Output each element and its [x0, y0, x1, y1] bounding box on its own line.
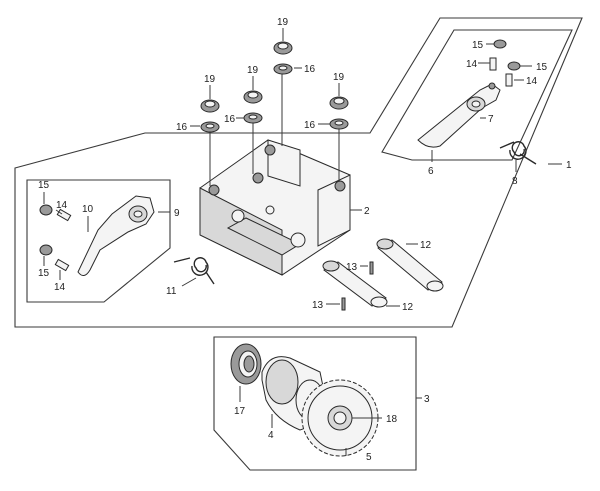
washer-16-b [243, 112, 263, 124]
label-part-17: 17 [234, 406, 246, 417]
label-part-16-d: 16 [304, 120, 316, 131]
label-part-10: 10 [82, 204, 94, 215]
label-part-13-a: 13 [346, 262, 358, 273]
label-part-12-b: 12 [402, 302, 414, 313]
label-part-2: 2 [364, 206, 370, 217]
adjust-screw-right-a [489, 57, 497, 71]
nut-15-left-a [39, 204, 53, 216]
bearing-17 [230, 343, 262, 385]
label-part-19-a: 19 [204, 74, 216, 85]
label-part-12-a: 12 [420, 240, 432, 251]
label-part-4: 4 [268, 430, 274, 441]
cap-19-a [200, 99, 220, 113]
rocker-shaft-12-a [376, 238, 444, 292]
label-part-15-c: 15 [38, 180, 50, 191]
dowel-pin-13-b [341, 297, 346, 311]
assembly-frame-main [14, 17, 583, 328]
washer-16-a [200, 121, 220, 133]
adjust-screw-left-b [54, 258, 70, 272]
washer-16-d [329, 118, 349, 130]
label-part-5: 5 [366, 452, 372, 463]
label-part-6: 6 [428, 166, 434, 177]
label-part-18: 18 [386, 414, 398, 425]
assembly-frame-rocker-right [381, 29, 573, 161]
assembly-frame-camshaft [213, 336, 417, 471]
adjust-screw-left-a [56, 208, 72, 222]
label-part-11: 11 [166, 286, 177, 297]
rocker-shaft-12-b [322, 260, 388, 308]
label-part-16-c: 16 [304, 64, 316, 75]
label-part-15-d: 15 [38, 268, 50, 279]
nut-15-left-b [39, 244, 53, 256]
label-part-9: 9 [174, 208, 180, 219]
label-part-8: 8 [512, 176, 518, 187]
label-part-14-d: 14 [54, 282, 66, 293]
nut-15-right-b [507, 61, 521, 71]
camshaft-holder [199, 139, 351, 276]
dowel-pin-13-a [369, 261, 374, 275]
rocker-arm-left [77, 195, 155, 276]
cap-19-c [273, 41, 293, 55]
label-part-16-b: 16 [224, 114, 236, 125]
label-part-13-b: 13 [312, 300, 324, 311]
label-part-15-b: 15 [536, 62, 548, 73]
label-part-14-a: 14 [466, 59, 478, 70]
label-part-14-c: 14 [56, 200, 68, 211]
label-part-15-a: 15 [472, 40, 484, 51]
rocker-arm-right [417, 82, 501, 148]
spring-right [499, 141, 537, 165]
label-part-14-b: 14 [526, 76, 538, 87]
adjust-screw-right-b [505, 73, 513, 87]
label-part-3: 3 [424, 394, 430, 405]
label-part-19-b: 19 [247, 65, 259, 76]
label-part-7: 7 [488, 114, 494, 125]
cap-19-b [243, 90, 263, 104]
label-part-1: 1 [566, 160, 572, 171]
nut-15-right-a [493, 39, 507, 49]
washer-16-c [273, 63, 293, 75]
label-part-16-a: 16 [176, 122, 188, 133]
label-part-19-c: 19 [277, 17, 289, 28]
assembly-frame-rocker-left [26, 179, 171, 303]
cap-19-d [329, 96, 349, 110]
spring-left [173, 257, 215, 285]
label-part-19-d: 19 [333, 72, 345, 83]
